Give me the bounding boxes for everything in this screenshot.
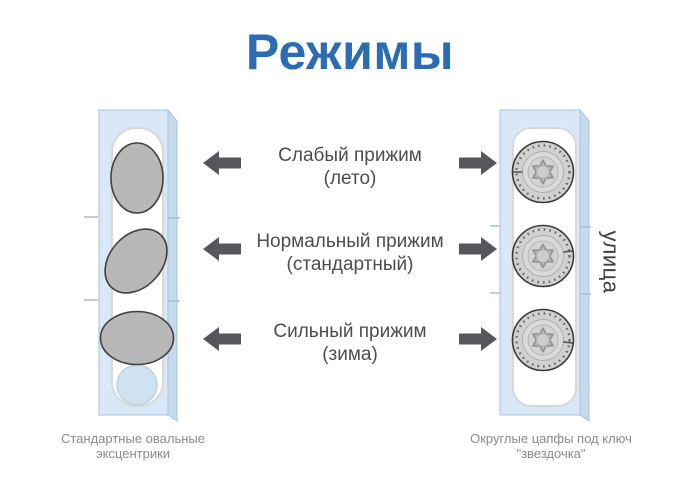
page-title: Режимы xyxy=(245,24,455,80)
mode-label: Сильный прижим xyxy=(273,321,427,342)
right-caption: Округлые цапфы под ключ "звездочка" xyxy=(441,431,661,461)
round-pin-middle xyxy=(511,224,575,288)
oval-cam-tilted xyxy=(104,228,168,294)
left-caption-line1: Стандартные овальные xyxy=(60,431,205,446)
right-sash-panel xyxy=(490,108,591,422)
mode-sublabel: (стандартный) xyxy=(286,254,414,275)
arrow-right-icon xyxy=(459,151,497,175)
arrow-right-icon xyxy=(459,327,497,351)
right-caption-line2: "звездочка" xyxy=(516,446,586,461)
street-side-label: улица xyxy=(592,218,628,306)
drain-hole xyxy=(116,364,158,406)
mode-row-strong: Сильный прижим (зима) xyxy=(203,320,497,372)
left-caption: Стандартные овальные эксцентрики xyxy=(23,431,243,461)
left-sash-panel xyxy=(84,108,180,422)
arrow-left-icon xyxy=(203,327,241,351)
mode-sublabel: (зима) xyxy=(322,344,378,365)
mode-label: Нормальный прижим xyxy=(256,231,444,252)
round-pin-top xyxy=(511,140,575,204)
sash-side-face xyxy=(579,108,590,422)
sash-side-face xyxy=(167,108,178,422)
mode-text: Нормальный прижим (стандартный) xyxy=(241,230,459,276)
left-caption-line2: эксцентрики xyxy=(95,446,171,461)
mode-label: Слабый прижим xyxy=(278,145,422,166)
street-label-text: улица xyxy=(598,230,624,294)
round-pin-bottom xyxy=(511,308,575,372)
mode-sublabel: (лето) xyxy=(323,168,377,189)
mode-row-weak: Слабый прижим (лето) xyxy=(203,144,497,196)
mode-row-normal: Нормальный прижим (стандартный) xyxy=(203,230,497,282)
arrow-left-icon xyxy=(203,151,241,175)
arrow-right-icon xyxy=(459,237,497,261)
mode-text: Слабый прижим (лето) xyxy=(241,144,459,190)
mode-text: Сильный прижим (зима) xyxy=(241,320,459,366)
oval-cam-horizontal xyxy=(99,310,175,366)
right-caption-line1: Округлые цапфы под ключ xyxy=(470,431,632,446)
arrow-left-icon xyxy=(203,237,241,261)
oval-cam-vertical xyxy=(110,142,164,214)
